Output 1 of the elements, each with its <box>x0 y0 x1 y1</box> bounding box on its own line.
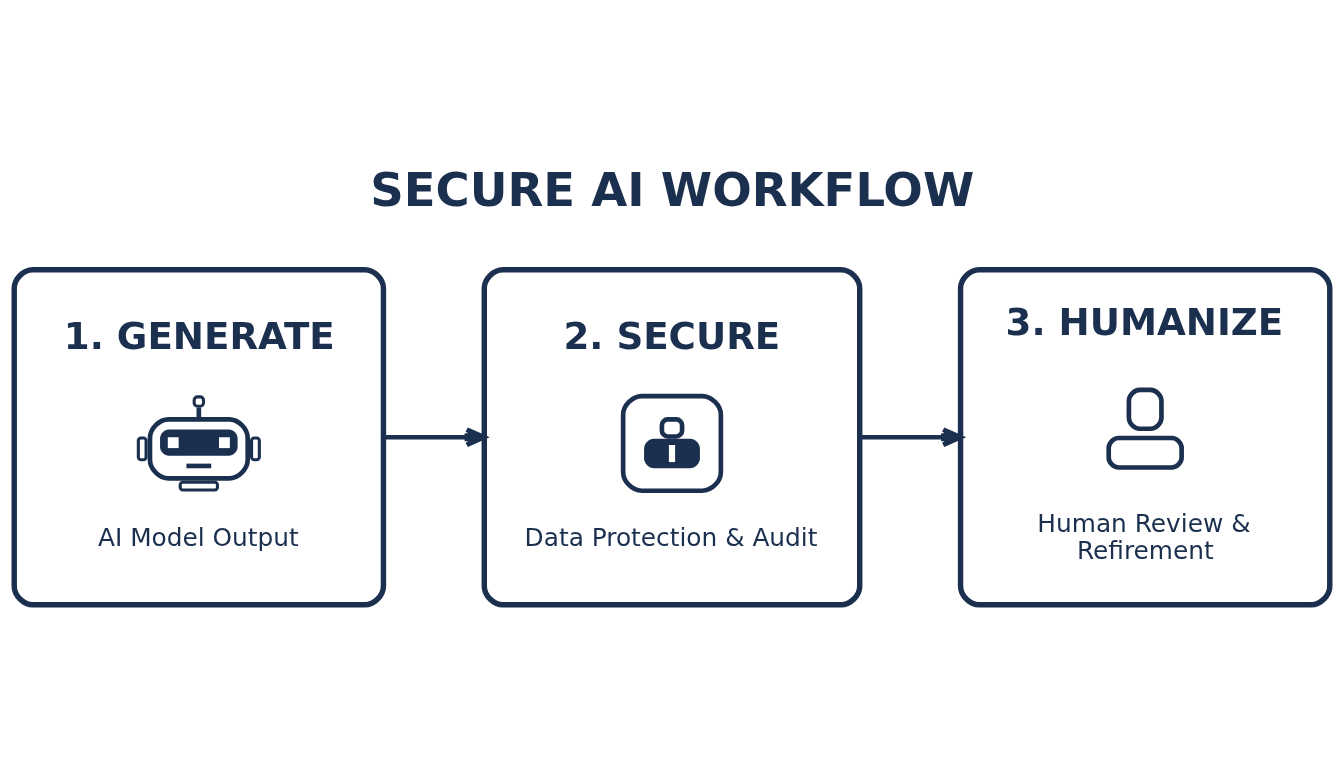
diagram-title: SECURE AI WORKFLOW <box>370 162 975 217</box>
